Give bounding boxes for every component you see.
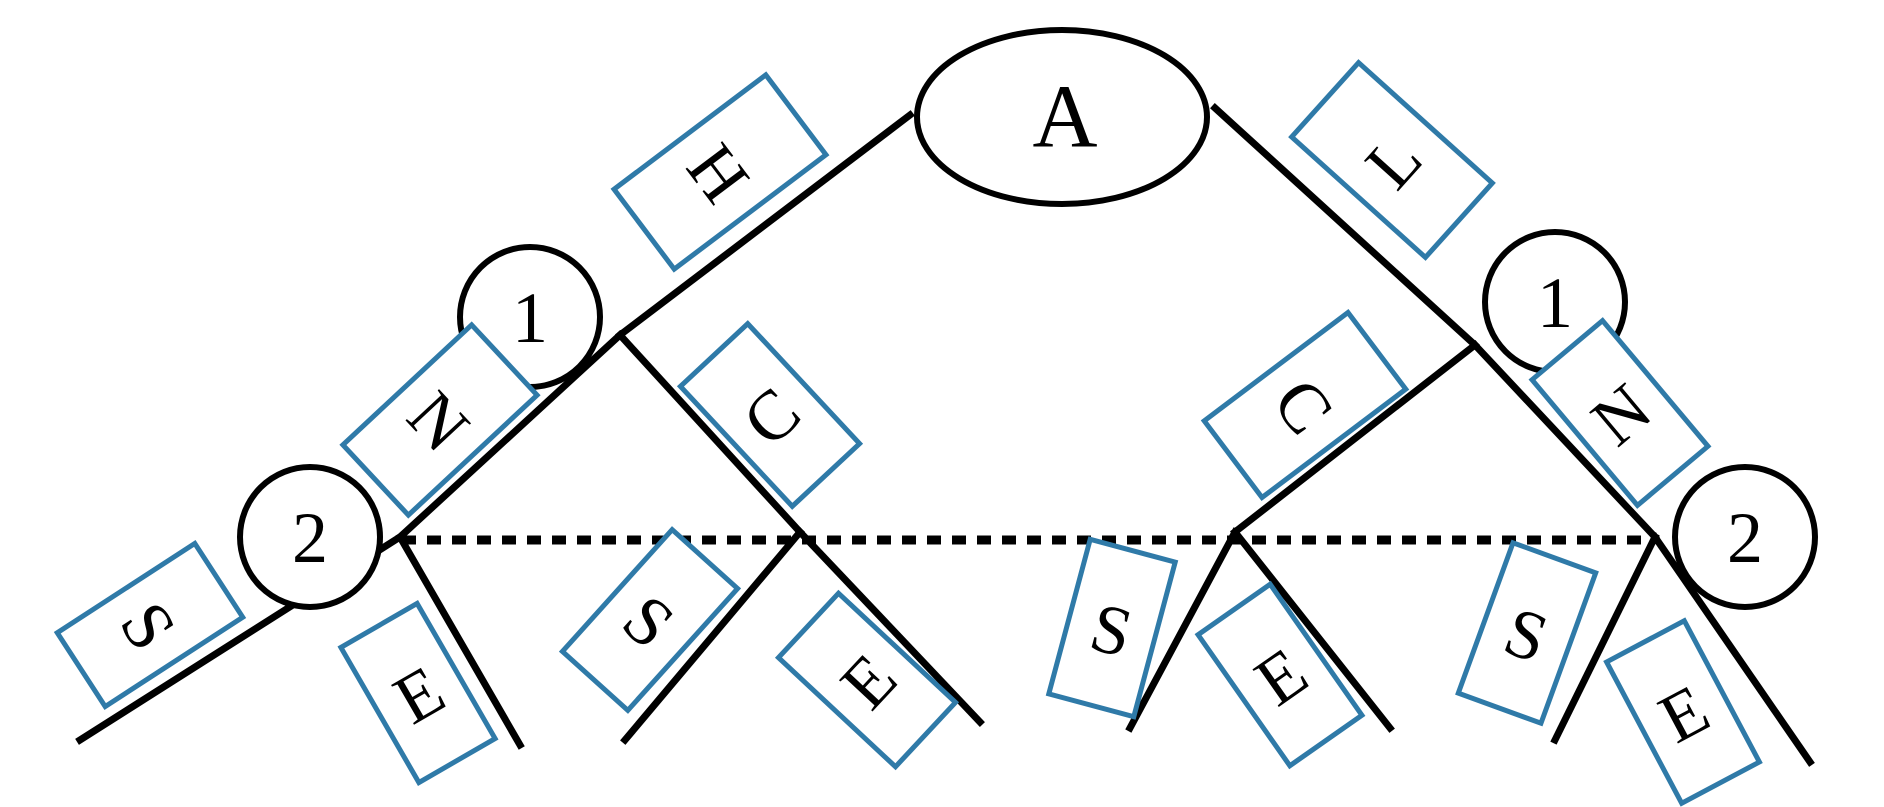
- edge-label-box: [1528, 317, 1712, 509]
- edge-label-box: [1045, 536, 1179, 720]
- edge-label-box: [1194, 580, 1366, 770]
- edge-label-box: [1603, 617, 1763, 807]
- edge-label-box: [53, 539, 247, 711]
- edge-label-s2: S: [558, 526, 742, 714]
- edge-label-box: [337, 600, 499, 786]
- edge-leaf-e3: [1230, 527, 1395, 733]
- edge-root-right: [1210, 103, 1480, 350]
- edge-leaf-s4: [1550, 532, 1660, 745]
- edge-label-e1: E: [337, 600, 499, 786]
- root-node-label: A: [1033, 68, 1098, 167]
- player-node-left-2: 2: [237, 464, 383, 610]
- edge-label-s4: S: [1455, 539, 1599, 727]
- player-node-label: 2: [292, 498, 328, 578]
- player-node-right-2: 2: [1672, 464, 1818, 610]
- edge-leaf-s3: [1125, 527, 1240, 733]
- edge-left-to-mid-left: [615, 330, 805, 537]
- edge-label-box: [558, 526, 742, 714]
- edge-label-e3: E: [1194, 580, 1366, 770]
- edge-label-c-right: C: [1200, 309, 1410, 501]
- edge-label-n-right: N: [1528, 317, 1712, 509]
- edge-root-left: [615, 110, 915, 340]
- edge-leaf-s2: [620, 527, 805, 745]
- edge-label-box: [1455, 539, 1599, 727]
- edge-label-box: [1288, 59, 1496, 261]
- edge-right-to-mid-right: [1230, 340, 1480, 537]
- edge-leaf-e4: [1650, 532, 1815, 767]
- edge-label-s1: S: [53, 539, 247, 711]
- edge-left-to-far-left: [395, 330, 625, 542]
- player-node-circle: [1672, 464, 1818, 610]
- edge-label-e4: E: [1603, 617, 1763, 807]
- player-node-label: 1: [1537, 263, 1573, 343]
- edge-label-n-left: N: [339, 321, 541, 519]
- edge-leaf-e2: [795, 527, 985, 727]
- edge-leaf-e1: [395, 532, 525, 750]
- root-node: A: [914, 27, 1210, 207]
- edge-label-box: [339, 321, 541, 519]
- player-node-circle: [237, 464, 383, 610]
- player-node-label: 2: [1727, 498, 1763, 578]
- player-node-label: 1: [512, 278, 548, 358]
- edge-label-s3: S: [1045, 536, 1179, 720]
- tree-edges: [75, 103, 1815, 767]
- edge-label-box: [610, 71, 830, 273]
- root-node-circle: [914, 27, 1210, 207]
- edge-label-l: L: [1288, 59, 1496, 261]
- edge-label-box: [774, 589, 960, 771]
- edge-label-c-left: C: [676, 320, 864, 510]
- edge-label-e2: E: [774, 589, 960, 771]
- edge-right-to-far-right: [1470, 340, 1660, 542]
- edge-label-h: H: [610, 71, 830, 273]
- edge-label-box: [676, 320, 864, 510]
- edge-label-box: [1200, 309, 1410, 501]
